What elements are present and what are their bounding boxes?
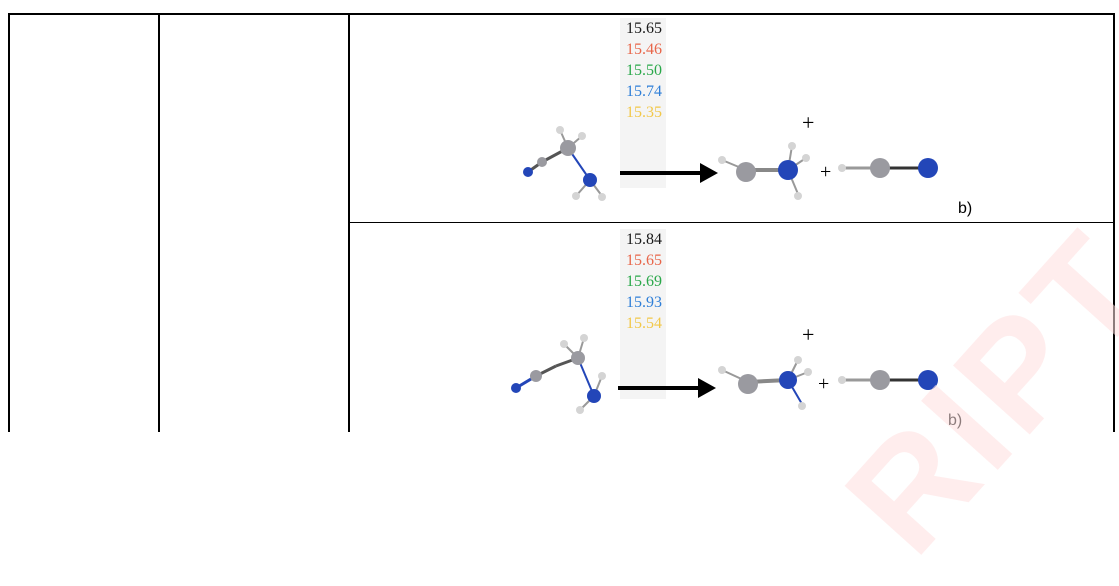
hcn-molecule — [838, 158, 938, 178]
energy-value: 15.35 — [626, 104, 662, 121]
energy-value: 15.50 — [626, 62, 662, 79]
plus-sign: + — [818, 373, 829, 395]
product-charge: + — [802, 322, 814, 347]
energy-value: 15.84 — [626, 231, 662, 248]
reaction-scheme-row-1: + + — [523, 110, 938, 201]
energy-values-row-1: 15.65 15.46 15.50 15.74 15.35 — [620, 18, 666, 188]
plus-sign: + — [820, 161, 831, 183]
energy-value: 15.65 — [626, 20, 662, 37]
table-top-border — [8, 13, 1115, 15]
product-cation — [718, 142, 810, 200]
reaction-arrow — [620, 163, 718, 183]
panel-label: b) — [948, 412, 963, 429]
energy-value: 15.69 — [626, 273, 662, 290]
reaction-scheme-row-2: + + — [511, 322, 938, 414]
reactant-molecule — [511, 334, 606, 414]
reactant-molecule — [523, 126, 606, 201]
energy-value: 15.65 — [626, 252, 662, 269]
table-fragment: 15.65 15.46 15.50 15.74 15.35 — [8, 13, 1119, 584]
table-row-divider — [348, 222, 1115, 223]
energy-value: 15.93 — [626, 294, 662, 311]
panel-label: b) — [958, 200, 973, 217]
energy-value: 15.74 — [626, 83, 662, 100]
energy-value: 15.46 — [626, 41, 662, 58]
reaction-arrow — [618, 378, 716, 398]
energy-values-row-2: 15.84 15.65 15.69 15.93 15.54 — [620, 229, 666, 399]
hcn-molecule — [838, 370, 938, 390]
table-column-divider-1 — [158, 13, 160, 432]
product-charge: + — [802, 110, 814, 135]
energy-value: 15.54 — [626, 315, 662, 332]
table-left-border — [8, 13, 10, 432]
product-cation — [718, 356, 812, 410]
